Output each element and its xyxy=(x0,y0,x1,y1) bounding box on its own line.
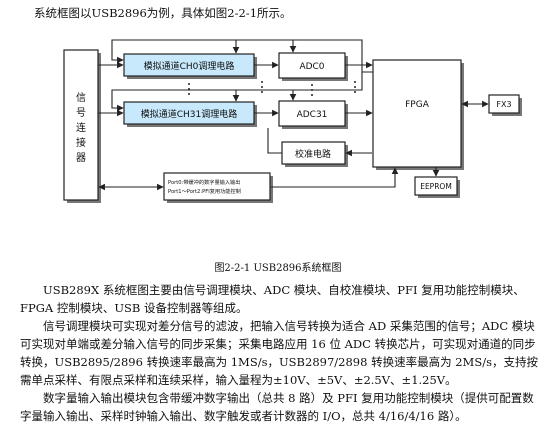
ch0-label: 模拟通道CH0调理电路 xyxy=(144,60,235,72)
paragraph-1: USB289X 系统框图主要由信号调理模块、ADC 模块、自校准模块、PFI 复… xyxy=(20,283,525,315)
connector-char-2: 号 xyxy=(76,107,86,119)
adc31-box xyxy=(278,100,346,127)
body-text: USB289X 系统框图主要由信号调理模块、ADC 模块、自校准模块、PFI 复… xyxy=(20,281,540,425)
intro-text: 系统框图以USB2896为例，具体如图2-2-1所示。 xyxy=(34,6,292,20)
fpga-box xyxy=(372,59,462,168)
port-box xyxy=(163,172,271,201)
connector-char-3: 连 xyxy=(76,121,86,134)
paragraph-3: 数字量输入输出模块包含带缓冲数字输出（总共 8 路）及 PFI 复用功能控制模块… xyxy=(20,391,534,423)
eeprom-label: EEPROM xyxy=(420,182,452,191)
system-block-diagram: 信 号 连 接 器 模拟通道CH0调理电路 模拟通道CH31调理电路 ADC0 … xyxy=(63,39,522,203)
eeprom-box xyxy=(414,176,458,196)
calibration-label: 校准电路 xyxy=(295,148,331,160)
paragraph-2: 信号调理模块可实现对差分信号的滤波，把输入信号转换为适合 AD 采集范围的信号；… xyxy=(20,319,538,387)
ch31-label: 模拟通道CH31调理电路 xyxy=(141,108,238,120)
adc31-label: ADC31 xyxy=(297,110,328,120)
signal-connector-box xyxy=(63,49,99,201)
fx3-label: FX3 xyxy=(496,100,511,109)
fx3-box xyxy=(488,94,520,114)
connector-char-4: 接 xyxy=(76,136,86,149)
figure-caption: 图2-2-1 USB2896系统框图 xyxy=(214,263,342,274)
port-line-2: Port1～Port2:PFI复用功能控制 xyxy=(168,187,241,195)
connector-char-1: 信 xyxy=(76,92,86,104)
fpga-label: FPGA xyxy=(405,100,430,110)
adc0-label: ADC0 xyxy=(299,62,324,72)
connector-char-5: 器 xyxy=(76,152,86,164)
port-line-1: Port0:带缓冲的数字量输入输出 xyxy=(168,178,240,186)
